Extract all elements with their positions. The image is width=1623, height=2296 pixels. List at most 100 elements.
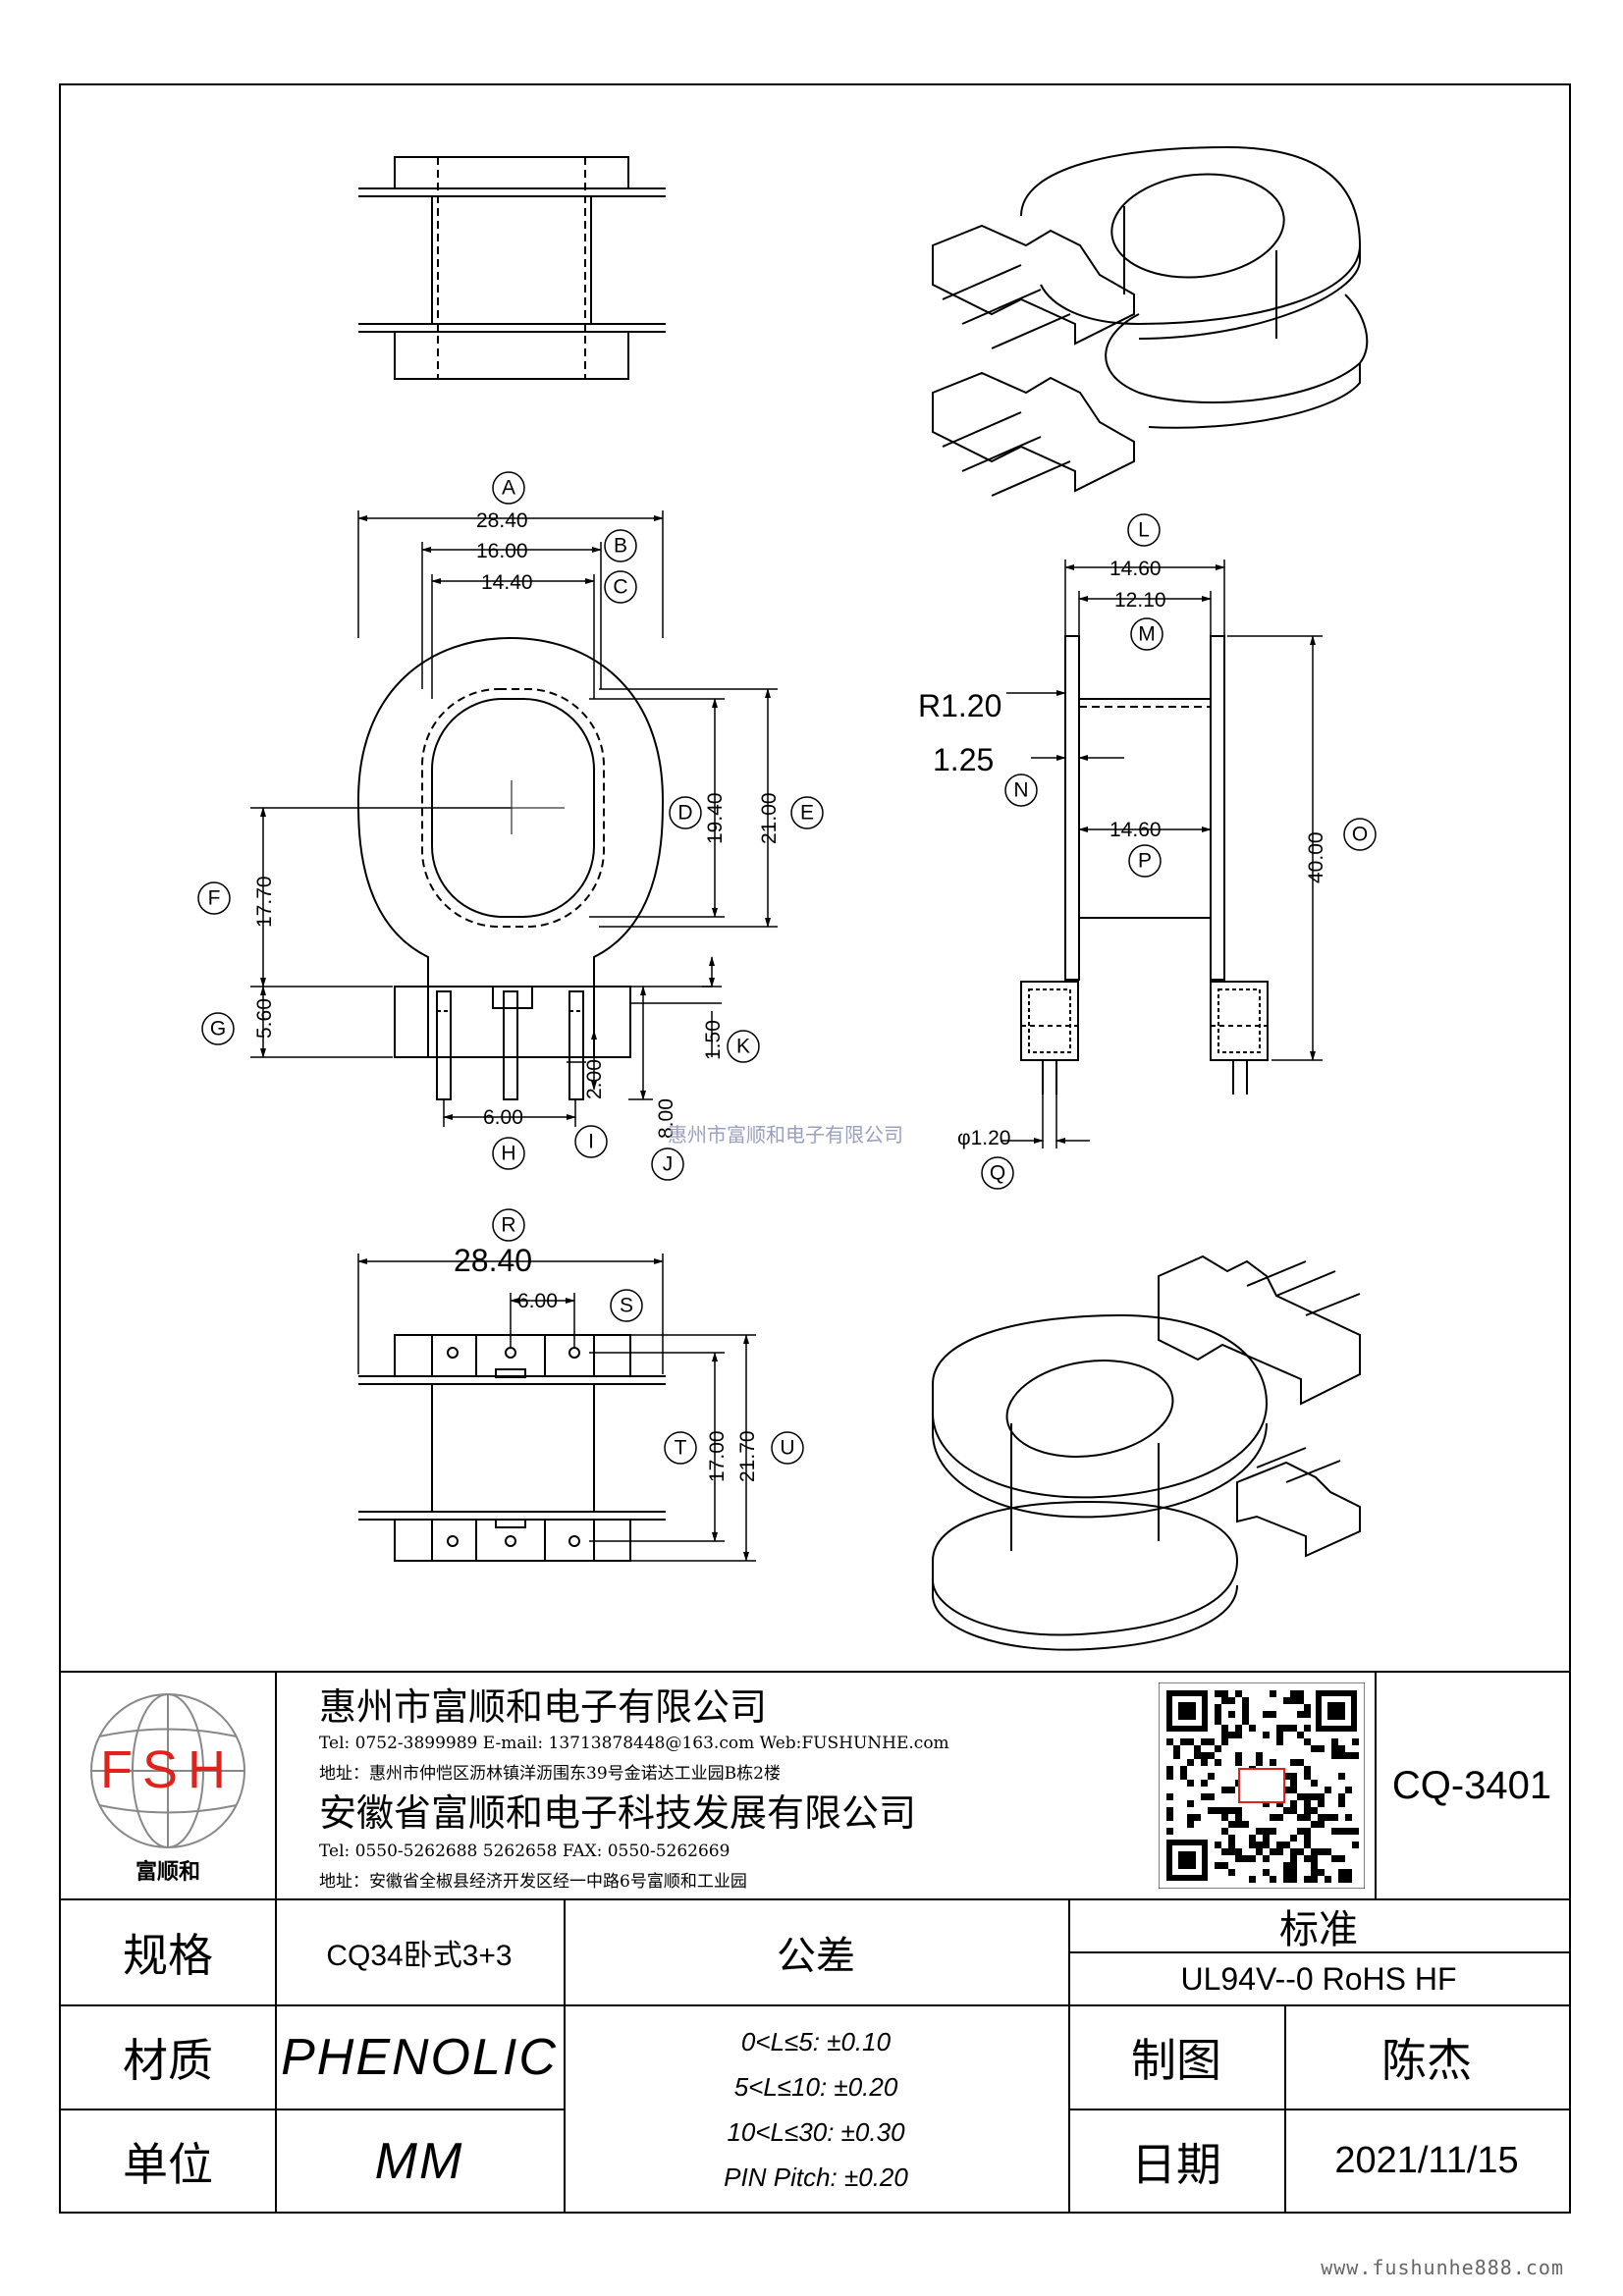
tolerance-1: 0<L≤5: ±0.10: [740, 2026, 892, 2056]
callout-i: I: [588, 1131, 594, 1153]
spec-label: 规格: [123, 1929, 213, 1982]
dim-U: 21.70: [736, 1430, 759, 1482]
dim-C: 14.40: [481, 571, 533, 594]
dim-P: 14.60: [1109, 819, 1162, 841]
tolerance-2: 5<L≤10: ±0.20: [733, 2071, 898, 2102]
logo-caption: 富顺和: [135, 1859, 200, 1884]
company1-address: 地址：惠州市仲恺区沥林镇洋沥围东39号金诺达工业园B栋2楼: [319, 1764, 781, 1784]
dim-G: 5.60: [253, 998, 276, 1039]
callout-f: F: [208, 887, 221, 910]
dim-B: 16.00: [476, 540, 528, 562]
callout-p: P: [1138, 850, 1152, 873]
logo-cell: FSH 富顺和: [59, 1671, 277, 1900]
fsh-logo: FSH 富顺和: [90, 1693, 245, 1884]
dim-J: 8.00: [655, 1098, 677, 1139]
dim-O: 40.00: [1305, 831, 1327, 883]
date-value: 2021/11/15: [1334, 2140, 1519, 2181]
dim-M: 12.10: [1114, 589, 1166, 612]
material-value-cell: PHENOLIC: [275, 2004, 566, 2110]
qr-code: [1159, 1682, 1365, 1889]
unit-label-cell: 单位: [59, 2109, 277, 2214]
isometric-view-bottom: [932, 1255, 1361, 1651]
spec-value-cell: CQ34卧式3+3: [275, 1898, 566, 2006]
company1-name: 惠州市富顺和电子有限公司: [319, 1685, 768, 1729]
company2-contact: Tel: 0550-5262688 5262658 FAX: 0550-5262…: [319, 1842, 730, 1861]
tolerance-4: PIN Pitch: ±0.20: [724, 2162, 908, 2192]
drawn-label: 制图: [1131, 2034, 1221, 2087]
callout-a: A: [502, 477, 515, 500]
dim-I: 2.00: [583, 1059, 606, 1099]
part-number: CQ-3401: [1391, 1763, 1552, 1807]
company2-address: 地址：安徽省全椒县经济开发区经一中路6号富顺和工业园: [319, 1872, 747, 1892]
dim-R: 28.40: [454, 1243, 532, 1278]
unit-label: 单位: [123, 2137, 213, 2191]
dimension-labels: 28.40 16.00 14.40 19.40 21.00 17.70 5.60…: [253, 509, 1327, 1482]
date-value-cell: 2021/11/15: [1284, 2109, 1571, 2214]
tolerance-label-cell: 公差: [564, 1898, 1070, 2006]
callout-j: J: [663, 1153, 674, 1176]
material-value: PHENOLIC: [281, 2029, 558, 2086]
material-label-cell: 材质: [59, 2004, 277, 2110]
spec-value: CQ34卧式3+3: [326, 1940, 513, 1972]
unit-value-cell: MM: [275, 2109, 566, 2214]
bottom-view: [358, 1334, 666, 1562]
dim-F: 17.70: [253, 876, 276, 928]
dim-A: 28.40: [476, 509, 528, 532]
callout-s: S: [620, 1295, 633, 1317]
callout-t: T: [675, 1437, 687, 1460]
standard-value-cell: UL94V--0 RoHS HF: [1068, 1951, 1571, 2006]
part-number-cell: CQ-3401: [1375, 1671, 1571, 1900]
dim-S: 6.00: [517, 1290, 558, 1312]
dim-T: 17.00: [706, 1430, 729, 1482]
callout-k: K: [736, 1036, 750, 1058]
callout-e: E: [800, 802, 814, 825]
right-side-view: [1020, 635, 1269, 1095]
dim-L: 14.60: [1109, 558, 1162, 580]
callout-o: O: [1352, 824, 1368, 846]
callout-b: B: [614, 535, 627, 558]
callout-m: M: [1138, 623, 1156, 646]
callout-g: G: [210, 1018, 226, 1041]
drawn-value-cell: 陈杰: [1284, 2004, 1571, 2110]
callout-h: H: [501, 1143, 515, 1165]
company2-name: 安徽省富顺和电子科技发展有限公司: [319, 1791, 917, 1835]
footer-url: www.fushunhe888.com: [1321, 2256, 1564, 2279]
watermark-text: 惠州市富顺和电子有限公司: [668, 1123, 903, 1147]
dim-K: 1.50: [702, 1020, 725, 1060]
side-view-top: [358, 156, 666, 380]
callout-r: R: [501, 1214, 515, 1237]
standard-label: 标准: [1279, 1907, 1358, 1952]
tolerance-3: 10<L≤30: ±0.30: [727, 2116, 905, 2147]
callout-q: Q: [990, 1162, 1005, 1185]
dim-E: 21.00: [758, 792, 781, 844]
tolerance-label: 公差: [777, 1934, 855, 1979]
drawn-value: 陈杰: [1381, 2034, 1472, 2087]
company-info-cell: 惠州市富顺和电子有限公司 Tel: 0752-3899989 E-mail: 1…: [275, 1671, 1377, 1900]
callout-u: U: [780, 1437, 794, 1460]
spec-label-cell: 规格: [59, 1898, 277, 2006]
callout-c: C: [613, 576, 627, 599]
callout-d: D: [677, 802, 692, 825]
dim-N: 1.25: [933, 742, 994, 777]
unit-value: MM: [374, 2132, 464, 2190]
standard-value: UL94V--0 RoHS HF: [1180, 1960, 1457, 1997]
dim-D: 19.40: [704, 792, 727, 844]
company1-contact: Tel: 0752-3899989 E-mail: 13713878448@16…: [319, 1734, 949, 1753]
dim-Q: φ1.20: [957, 1127, 1011, 1149]
material-label: 材质: [123, 2034, 213, 2087]
callout-l: L: [1138, 519, 1150, 542]
title-block: FSH 富顺和 惠州市富顺和电子有限公司 Tel: 0752-3899989 E…: [59, 1671, 1571, 2214]
front-view: [356, 636, 665, 1100]
callout-n: N: [1013, 779, 1028, 802]
logo-text: FSH: [100, 1740, 236, 1799]
dim-R120: R1.20: [918, 688, 1001, 723]
standard-label-cell: 标准: [1068, 1898, 1571, 1953]
isometric-view-top: [932, 145, 1369, 497]
tolerance-values-cell: 0<L≤5: ±0.10 5<L≤10: ±0.20 10<L≤30: ±0.3…: [564, 2004, 1070, 2214]
dim-H: 6.00: [483, 1106, 523, 1129]
date-label: 日期: [1131, 2137, 1221, 2191]
drawn-label-cell: 制图: [1068, 2004, 1286, 2110]
date-label-cell: 日期: [1068, 2109, 1286, 2214]
callout-circles: [197, 471, 1377, 1465]
